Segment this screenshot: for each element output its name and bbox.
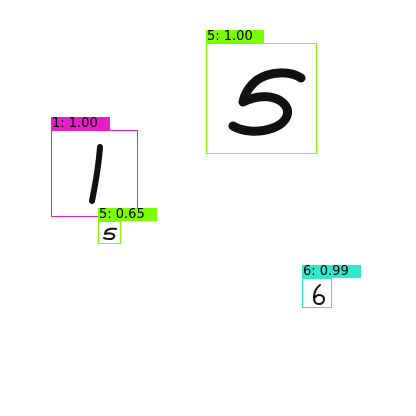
detection-box-6 (302, 278, 332, 308)
handwritten-digit-1 (89, 144, 103, 204)
detection-box-5-large (206, 43, 317, 154)
handwritten-digit-6 (313, 284, 325, 305)
handwritten-digit-5-small (103, 227, 117, 240)
detection-label-5-small: 5: 0.65 (98, 208, 157, 221)
detection-box-5-small (98, 221, 121, 244)
handwritten-digit-5-large (228, 68, 306, 136)
detection-label-1: 1: 1.00 (51, 117, 110, 130)
detection-label-5-large: 5: 1.00 (206, 30, 264, 43)
detection-label-6: 6: 0.99 (302, 265, 361, 278)
detection-box-1 (51, 130, 138, 217)
